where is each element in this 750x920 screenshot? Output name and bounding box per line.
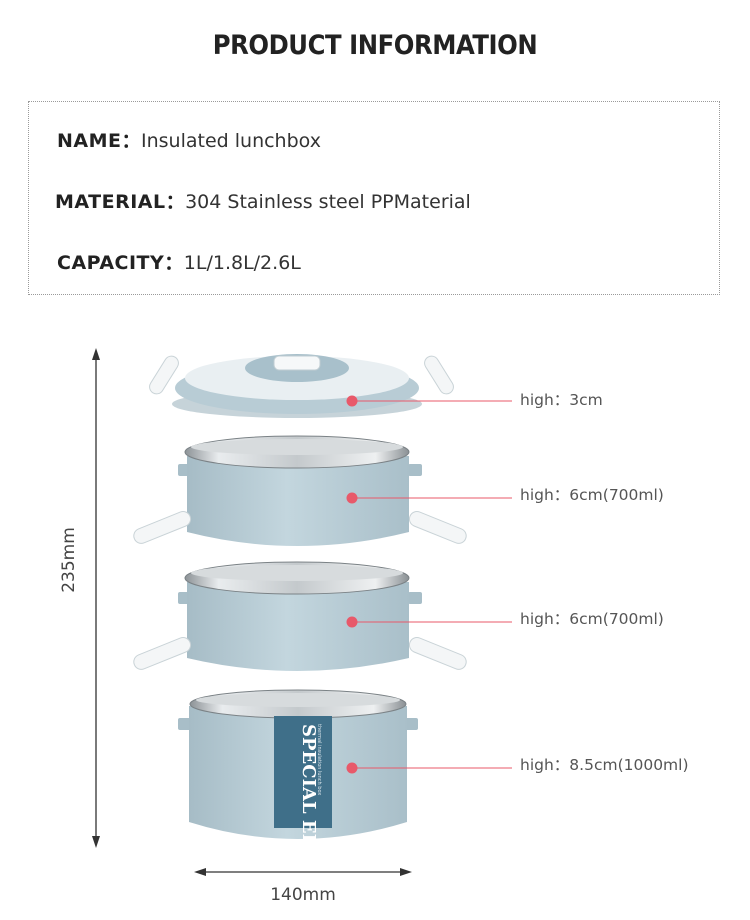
width-arrow-left-icon	[194, 868, 206, 876]
info-material-row: MATERIAL：304 Stainless steel PPMaterial	[55, 187, 471, 214]
info-name-row: NAME：Insulated lunchbox	[57, 126, 321, 153]
tier-2-steel-inner	[191, 565, 403, 581]
base-pointer-dot	[346, 762, 358, 774]
lid-pointer-dot	[346, 395, 358, 407]
base-clip-left	[178, 718, 192, 730]
tier-2-layer	[133, 561, 467, 671]
height-arrow-bottom-icon	[92, 836, 100, 848]
info-name-key: NAME：	[57, 130, 141, 152]
tier-2-pointer: high：6cm(700ml)	[346, 610, 664, 628]
base-height-label: high：8.5cm(1000ml)	[520, 756, 689, 774]
lid-pointer: high：3cm	[346, 391, 603, 409]
lid-right-handle	[424, 355, 454, 395]
base-steel-inner	[196, 693, 400, 707]
tier-1-left-handle	[133, 511, 192, 544]
tier-1-height-label: high：6cm(700ml)	[520, 486, 664, 504]
height-arrow-top-icon	[92, 348, 100, 360]
lid-layer	[149, 354, 454, 418]
width-dimension-label: 140mm	[270, 885, 336, 905]
tier-2-left-handle	[133, 637, 192, 670]
brand-panel-text: SPECIAL ELI	[298, 724, 319, 855]
tier-1-pointer-dot	[346, 492, 358, 504]
tier-1-clip-right	[408, 464, 422, 476]
tier-1-pointer: high：6cm(700ml)	[346, 486, 664, 504]
info-material-value: 304 Stainless steel PPMaterial	[185, 191, 471, 213]
base-pointer: high：8.5cm(1000ml)	[346, 756, 689, 774]
brand-panel	[274, 716, 332, 828]
tier-2-pointer-dot	[346, 616, 358, 628]
lid-handle-icon	[273, 355, 321, 371]
base-clip-right	[404, 718, 418, 730]
tier-1-steel-inner	[191, 439, 403, 455]
base-layer: SPECIAL ELI thermal insulation lunch box	[178, 689, 418, 855]
info-capacity-value: 1L/1.8L/2.6L	[183, 252, 301, 274]
tier-2-height-label: high：6cm(700ml)	[520, 610, 664, 628]
page-title: PRODUCT INFORMATION	[212, 30, 538, 61]
tier-2-right-handle	[408, 637, 467, 670]
lid-height-label: high：3cm	[520, 391, 603, 409]
lid-left-handle	[149, 355, 179, 395]
tier-1-right-handle	[408, 511, 467, 544]
info-material-key: MATERIAL：	[55, 191, 186, 213]
width-dimension: 140mm	[194, 868, 412, 905]
width-arrow-right-icon	[400, 868, 412, 876]
info-capacity-row: CAPACITY：1L/1.8L/2.6L	[57, 248, 301, 275]
tier-1-layer	[133, 435, 467, 546]
height-dimension-label: 235mm	[59, 527, 79, 593]
lunchbox-figure: 235mm 140mm	[59, 348, 689, 905]
height-dimension: 235mm	[59, 348, 100, 848]
tier-2-clip-right	[408, 592, 422, 604]
brand-panel-subtext: thermal insulation lunch box	[316, 724, 322, 795]
tier-1-body	[187, 456, 409, 546]
info-name-value: Insulated lunchbox	[141, 130, 321, 152]
tier-2-body	[187, 582, 409, 671]
info-capacity-key: CAPACITY：	[57, 252, 184, 274]
product-info-box: NAME：Insulated lunchbox MATERIAL：304 Sta…	[28, 101, 720, 295]
